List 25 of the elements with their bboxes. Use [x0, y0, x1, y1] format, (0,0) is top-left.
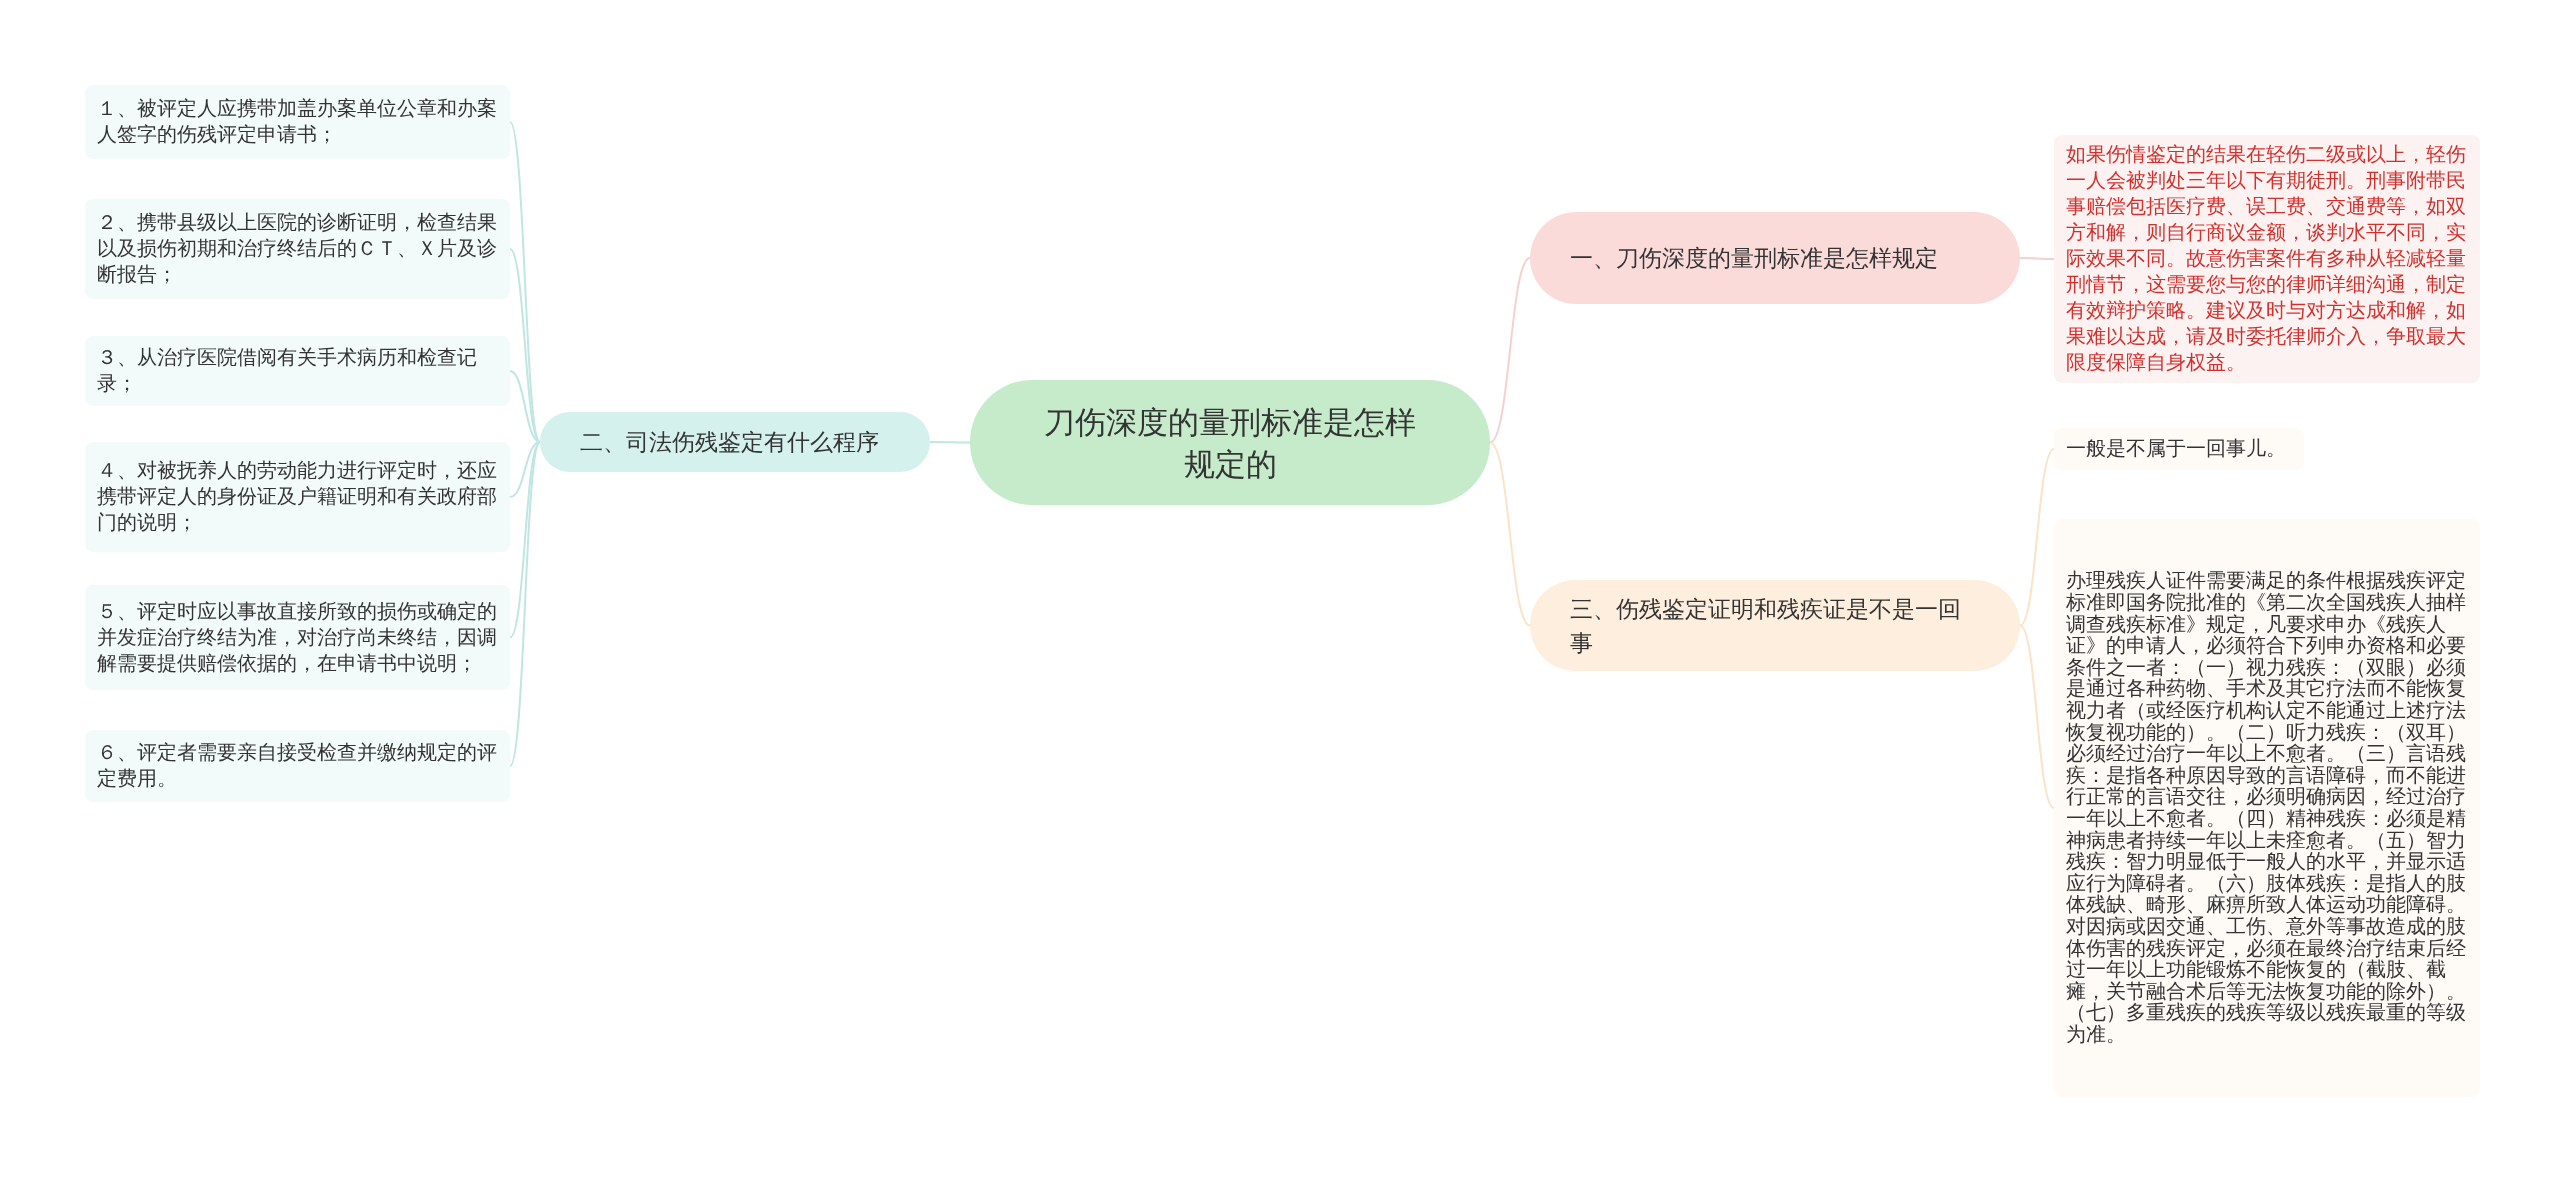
- leaf-note: ２、携带县级以上医院的诊断证明，检查结果以及损伤初期和治疗终结后的ＣＴ、Ｘ片及诊断报告；: [85, 199, 510, 299]
- branch-topic: 一、刀伤深度的量刑标准是怎样规定: [1530, 212, 2020, 304]
- leaf-note: 办理残疾人证件需要满足的条件根据残疾评定标准即国务院批准的《第二次全国残疾人抽样调查残疾标准》规定，凡要求申办《残疾人证》的申请人，必须符合下列申办资格和必要条件之一者：（一）视力残疾：（双眼）必须是通过各种药物、手术及其它疗法而不能恢复视力者（或经医疗机构认定不能通过上述疗法恢复视功能的）。（二）听力残疾：（双耳）必须经过治疗一年以上不愈者。（三）言语残疾：是指各种原因导致的言语障碍，而不能进行正常的言语交往，必须明确病因，经过治疗一年以上不愈者。（四）精神残疾：必须是精神病患者持续一年以上未痊愈者。（五）智力残疾：智力明显低于一般人的水平，并显示适应行为障碍者。（六）肢体残疾：是指人的肢体残缺、畸形、麻痹所致人体运动功能障碍。对因病或因交通、工伤、意外等事故造成的肢体伤害的残疾评定，必须在最终治疗结束后经过一年以上功能锻炼不能恢复的（截肢、截瘫，关节融合术后等无法恢复功能的除外）。（七）多重残疾的残疾等级以残疾最重的等级为准。: [2054, 519, 2480, 1097]
- connector-line: [509, 370, 541, 443]
- connector-line: [1489, 441, 1531, 627]
- connector-line: [1489, 257, 1531, 444]
- leaf-note: ３、从治疗医院借阅有关手术病历和检查记录；: [85, 336, 510, 406]
- connector-line: [509, 121, 541, 443]
- leaf-note: 一般是不属于一回事儿。: [2054, 428, 2304, 470]
- connector-line: [509, 441, 541, 767]
- connector-line: [2019, 257, 2055, 260]
- leaf-note: ４、对被抚养人的劳动能力进行评定时，还应携带评定人的身份证及户籍证明和有关政府部门的说明；: [85, 442, 510, 552]
- connector-line: [509, 441, 541, 639]
- leaf-note: ５、评定时应以事故直接所致的损伤或确定的并发症治疗终结为准，对治疗尚未终结，因调解需要提供赔偿依据的，在申请书中说明；: [85, 585, 510, 690]
- leaf-note: １、被评定人应携带加盖办案单位公章和办案人签字的伤残评定申请书；: [85, 85, 510, 159]
- connector-line: [2019, 448, 2055, 627]
- branch-topic: 二、司法伤残鉴定有什么程序: [540, 412, 930, 472]
- branch-topic: 三、伤残鉴定证明和残疾证是不是一回事: [1530, 580, 2020, 671]
- connector-line: [509, 248, 541, 443]
- connector-line: [2019, 624, 2055, 809]
- connector-line: [509, 441, 541, 498]
- leaf-note: 如果伤情鉴定的结果在轻伤二级或以上，轻伤一人会被判处三年以下有期徒刑。刑事附带民事赔偿包括医疗费、误工费、交通费等，如双方和解，则自行商议金额，谈判水平不同，实际效果不同。故意伤害案件有多种从轻减轻量刑情节，这需要您与您的律师详细沟通，制定有效辩护策略。建议及时与对方达成和解，如果难以达成，请及时委托律师介入，争取最大限度保障自身权益。: [2054, 135, 2480, 383]
- central-topic: 刀伤深度的量刑标准是怎样规定的: [970, 380, 1490, 505]
- leaf-note: ６、评定者需要亲自接受检查并缴纳规定的评定费用。: [85, 730, 510, 802]
- connector-line: [929, 441, 971, 444]
